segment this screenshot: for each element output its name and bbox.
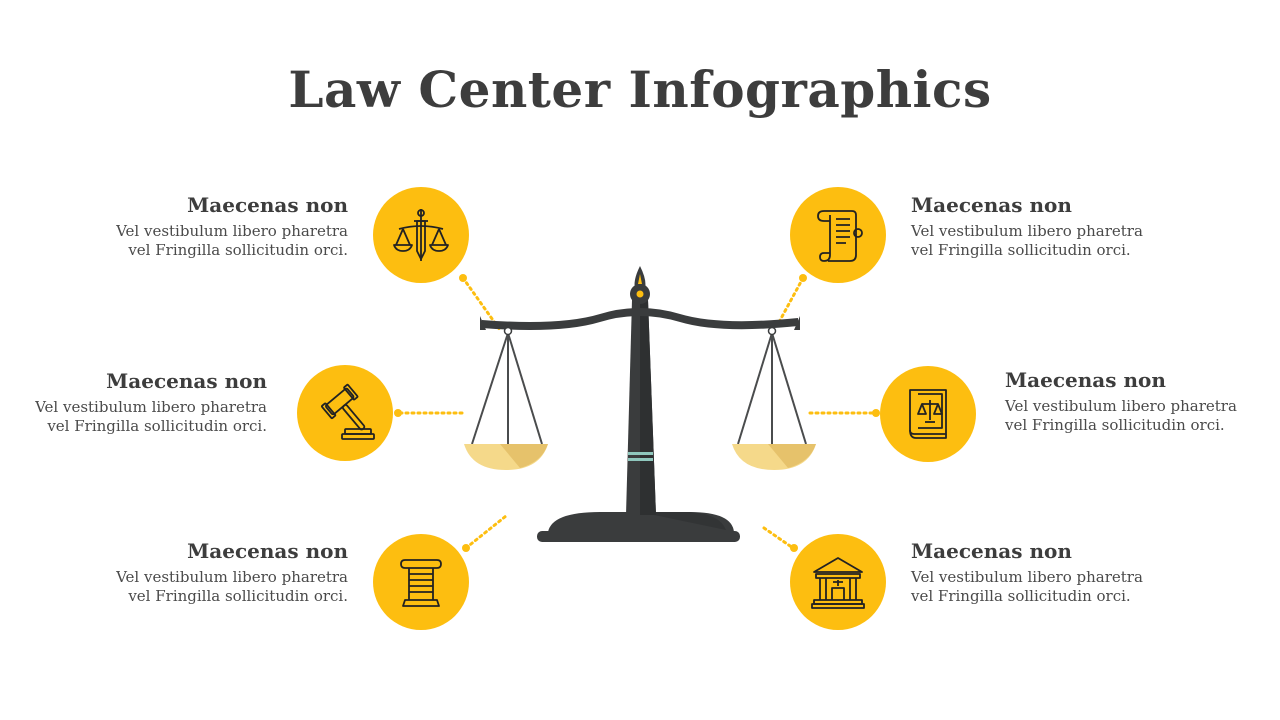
item-text-line-2: vel Fringilla sollicitudin orci.: [1005, 416, 1225, 434]
item-text-line-1: Vel vestibulum libero pharetra: [1005, 397, 1237, 415]
column-icon: [400, 559, 442, 607]
item-text-line-1: Vel vestibulum libero pharetra: [911, 568, 1143, 586]
scale-pan-left: [464, 444, 548, 470]
page-title: Law Center Infographics: [288, 60, 992, 119]
item-text-line-1: Vel vestibulum libero pharetra: [116, 568, 348, 586]
info-item-bottom-left: Maecenas non Vel vestibulum libero phare…: [18, 538, 348, 606]
item-heading: Maecenas non: [1005, 368, 1166, 392]
item-text-line-2: vel Fringilla sollicitudin orci.: [911, 587, 1131, 605]
info-item-bottom-right: Maecenas non Vel vestibulum libero phare…: [911, 538, 1241, 606]
connector-top-right: [776, 276, 805, 326]
item-heading: Maecenas non: [187, 539, 348, 563]
scale-finial: [630, 266, 650, 304]
law-book-icon: [909, 389, 947, 439]
scale-beam: [482, 308, 798, 330]
item-text-line-1: Vel vestibulum libero pharetra: [116, 222, 348, 240]
icon-circle-mid-left: [297, 365, 393, 461]
info-item-mid-right: Maecenas non Vel vestibulum libero phare…: [1005, 367, 1275, 435]
info-item-mid-left: Maecenas non Vel vestibulum libero phare…: [0, 368, 267, 436]
scale-chains: [471, 332, 807, 445]
scales-of-justice-with-sword-icon: [393, 209, 449, 261]
item-text-line-1: Vel vestibulum libero pharetra: [911, 222, 1143, 240]
connector-bottom-right: [762, 526, 795, 550]
icon-circle-bottom-right: [790, 534, 886, 630]
scroll-document-icon: [817, 210, 863, 262]
icon-circle-bottom-left: [373, 534, 469, 630]
item-text-line-2: vel Fringilla sollicitudin orci.: [911, 241, 1131, 259]
item-text-line-2: vel Fringilla sollicitudin orci.: [128, 241, 348, 259]
gavel-icon: [321, 383, 375, 440]
item-text-line-2: vel Fringilla sollicitudin orci.: [128, 587, 348, 605]
info-item-top-left: Maecenas non Vel vestibulum libero phare…: [18, 192, 348, 260]
item-text-line-2: vel Fringilla sollicitudin orci.: [47, 417, 267, 435]
item-heading: Maecenas non: [911, 193, 1072, 217]
courthouse-icon: [811, 557, 865, 609]
icon-circle-top-left: [373, 187, 469, 283]
scale-pan-right: [732, 444, 816, 470]
scale-pillar: [626, 300, 656, 515]
connector-bottom-left: [464, 514, 508, 550]
icon-circle-top-right: [790, 187, 886, 283]
info-item-top-right: Maecenas non Vel vestibulum libero phare…: [911, 192, 1241, 260]
icon-circle-mid-right: [880, 366, 976, 462]
item-heading: Maecenas non: [911, 539, 1072, 563]
item-heading: Maecenas non: [106, 369, 267, 393]
item-text-line-1: Vel vestibulum libero pharetra: [35, 398, 267, 416]
scale-base: [537, 512, 740, 542]
item-heading: Maecenas non: [187, 193, 348, 217]
connector-dots: [394, 274, 880, 552]
